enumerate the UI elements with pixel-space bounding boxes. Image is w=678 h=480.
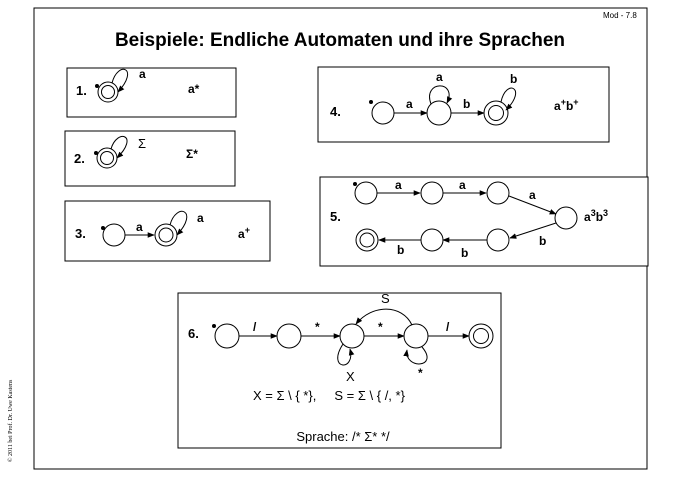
final-state (355, 228, 379, 252)
self-loop-x (337, 343, 355, 366)
example-6-language: Sprache: /* Σ* */ (296, 429, 390, 444)
example-6: 6. / * * / S X * X = Σ \ { *}, S = Σ \ {… (177, 291, 502, 449)
example-1-box (66, 67, 237, 118)
edge-s-back (355, 308, 413, 326)
example-5: 5. a a a b b b a3b3 (319, 176, 649, 267)
example-3-language: a+ (238, 225, 250, 241)
start-marker (101, 226, 105, 230)
example-4-language: a+b+ (554, 97, 579, 113)
slide-title: Beispiele: Endliche Automaten und ihre S… (115, 30, 565, 51)
transition-label: * (418, 366, 423, 380)
transition-label: / (253, 320, 257, 334)
state (403, 323, 429, 349)
transition-label: b (463, 97, 470, 111)
transition-label: * (378, 320, 383, 334)
edge-a (508, 195, 557, 215)
self-loop-sigma (110, 136, 128, 159)
transition-label: a (136, 220, 143, 234)
start-marker (353, 182, 357, 186)
example-5-number: 5. (330, 209, 341, 224)
example-3: 3. a a a+ (64, 200, 271, 262)
transition-label: a (197, 211, 204, 225)
transition-label: X (346, 369, 355, 384)
state (214, 323, 240, 349)
start-marker (94, 151, 98, 155)
state (426, 100, 452, 126)
state (420, 228, 444, 252)
transition-label: Σ (138, 136, 146, 151)
start-marker (369, 100, 373, 104)
copyright-note: © 2011 bei Prof. Dr. Uwe Kastens (7, 379, 14, 462)
example-2: 2. Σ Σ* (64, 130, 236, 187)
state (371, 101, 395, 125)
self-loop-b (500, 87, 517, 111)
example-1-number: 1. (76, 83, 87, 98)
transition-label: a (139, 67, 146, 81)
transition-label: a (459, 178, 466, 192)
start-marker (95, 84, 99, 88)
self-loop-star (403, 346, 428, 365)
state (276, 323, 302, 349)
final-state (154, 223, 178, 247)
example-2-language: Σ* (186, 147, 198, 161)
example-3-number: 3. (75, 226, 86, 241)
example-4: 4. a a b b a+b+ (317, 66, 610, 143)
example-2-number: 2. (74, 151, 85, 166)
state (339, 323, 365, 349)
example-1-language: a* (188, 82, 200, 96)
transition-label: b (461, 246, 468, 260)
final-state (468, 323, 494, 349)
example-1: 1. a a* (66, 67, 237, 118)
final-state (97, 81, 119, 103)
example-6-number: 6. (188, 326, 199, 341)
alphabet-definitions: X = Σ \ { *}, S = Σ \ { /, *} (253, 388, 406, 403)
state (554, 206, 578, 230)
slide-id: Mod - 7.8 (603, 11, 637, 20)
transition-label: a (395, 178, 402, 192)
state (102, 223, 126, 247)
transition-label: a (529, 188, 536, 202)
state (420, 181, 444, 205)
final-state (483, 100, 509, 126)
example-5-language: a3b3 (584, 208, 608, 224)
transition-label: b (397, 243, 404, 257)
example-4-number: 4. (330, 104, 341, 119)
state (486, 181, 510, 205)
edge-b (509, 222, 557, 239)
self-loop-a (169, 210, 188, 236)
example-6-box (177, 292, 502, 449)
transition-label: / (446, 320, 450, 334)
self-loop-a (111, 68, 129, 93)
transition-label: * (315, 320, 320, 334)
state (354, 181, 378, 205)
transition-label: a (436, 70, 443, 84)
final-state (96, 147, 118, 169)
transition-label: a (406, 97, 413, 111)
transition-label: b (539, 234, 546, 248)
transition-label: S (381, 291, 390, 306)
state (486, 228, 510, 252)
start-marker (212, 324, 216, 328)
example-4-box (317, 66, 610, 143)
self-loop-a (429, 85, 453, 105)
example-2-box (64, 130, 236, 187)
transition-label: b (510, 72, 517, 86)
